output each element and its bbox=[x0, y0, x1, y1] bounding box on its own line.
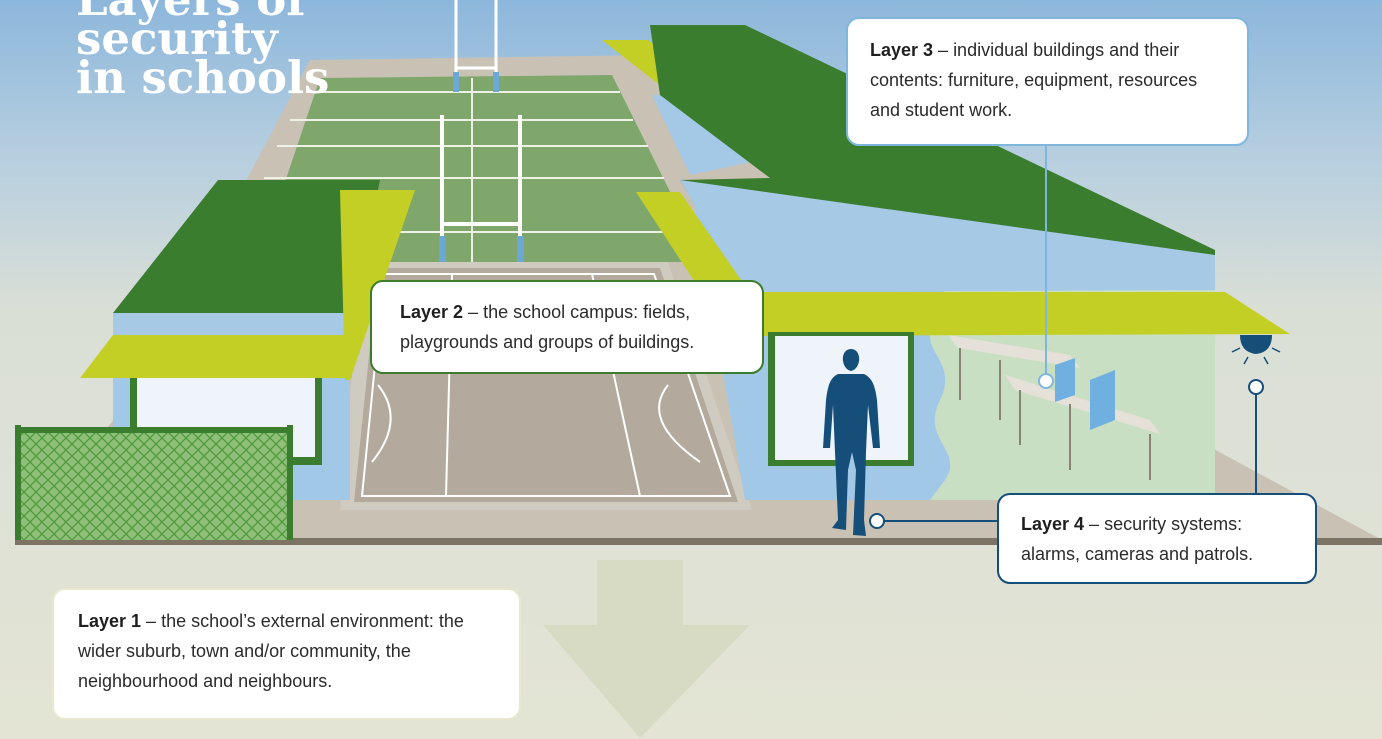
layer-2-callout: Layer 2 – the school campus: fields, pla… bbox=[370, 280, 764, 374]
layer-2-separator: – bbox=[463, 302, 484, 322]
title-line-2: security bbox=[76, 12, 278, 65]
page-title: Layers of security in schools bbox=[76, 0, 330, 104]
layer-3-label: Layer 3 bbox=[870, 40, 934, 60]
layer-3-separator: – bbox=[933, 40, 954, 60]
boundary-fence bbox=[17, 430, 291, 540]
layer-2-label: Layer 2 bbox=[400, 302, 464, 322]
layer-4-person-connector bbox=[869, 513, 998, 529]
fence-posts bbox=[15, 425, 293, 540]
right-back-wing-wall bbox=[652, 95, 760, 175]
ground-line bbox=[15, 538, 1382, 545]
down-arrow bbox=[543, 560, 750, 738]
layer-3-connector bbox=[1038, 146, 1054, 389]
layer-4-description: security systems: alarms, cameras and pa… bbox=[1021, 514, 1254, 564]
security-camera bbox=[1231, 335, 1281, 365]
title-line-3: in schools bbox=[76, 51, 330, 104]
left-building-roof bbox=[113, 180, 380, 313]
layer-3-callout: Layer 3 – individual buildings and their… bbox=[846, 17, 1249, 146]
layer-1-label: Layer 1 bbox=[78, 611, 142, 631]
layer-4-callout: Layer 4 – security systems: alarms, came… bbox=[997, 493, 1317, 584]
layer-4-camera-connector bbox=[1248, 379, 1264, 494]
left-building-fascia bbox=[80, 335, 352, 378]
near-goal-posts bbox=[439, 115, 524, 268]
layer-3-description: individual buildings and their contents:… bbox=[870, 40, 1198, 120]
layer-1-separator: – bbox=[141, 611, 162, 631]
person-icon bbox=[823, 349, 880, 536]
left-roof-edge bbox=[113, 313, 352, 335]
right-building-wing-fascia bbox=[636, 192, 748, 290]
computer-monitor bbox=[1055, 358, 1075, 402]
title-line-1: Layers of bbox=[76, 0, 329, 22]
right-building-fascia bbox=[742, 292, 1290, 336]
layer-4-separator: – bbox=[1084, 514, 1105, 534]
layer-4-label: Layer 4 bbox=[1021, 514, 1085, 534]
layer-1-callout: Layer 1 – the school’s external environm… bbox=[52, 588, 521, 720]
computer-monitor bbox=[1090, 370, 1115, 430]
far-goal-posts bbox=[453, 0, 499, 92]
layer-2-description: the school campus: fields, playgrounds a… bbox=[400, 302, 695, 352]
right-roof-edge bbox=[680, 180, 1215, 292]
layer-1-description: the school’s external environment: the w… bbox=[78, 611, 464, 691]
